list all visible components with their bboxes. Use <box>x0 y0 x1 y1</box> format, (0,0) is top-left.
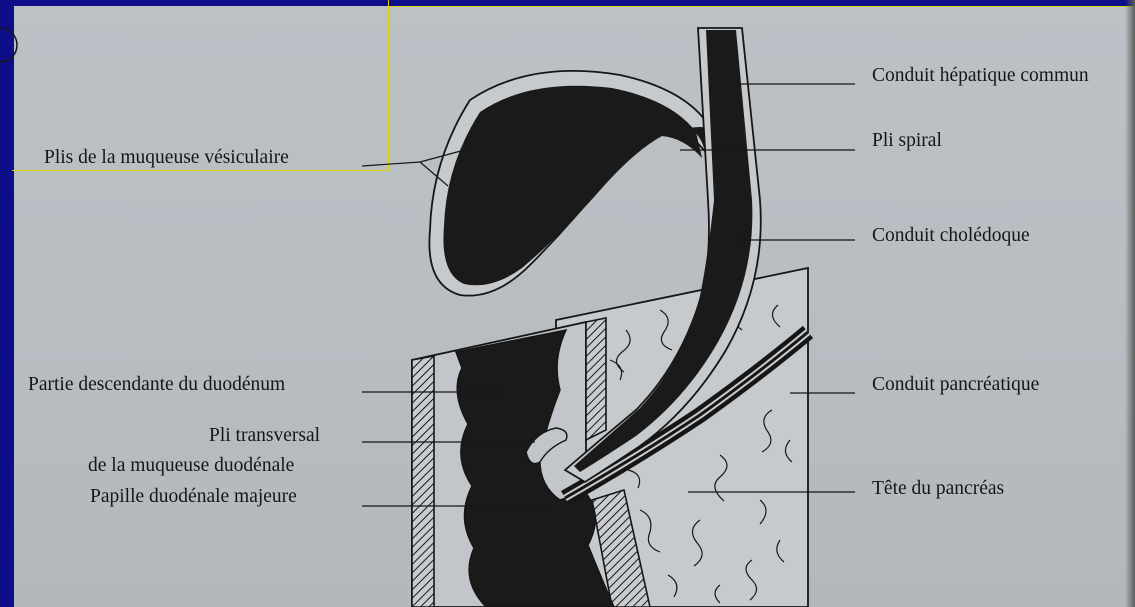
label-major-papilla: Papille duodénale majeure <box>90 486 297 508</box>
page-edge-shadow <box>1125 0 1135 607</box>
label-spiral-fold: Pli spiral <box>872 130 942 152</box>
label-common-bile-duct: Conduit cholédoque <box>872 225 1030 247</box>
edge-artifact <box>0 28 17 62</box>
label-pancreatic-duct: Conduit pancréatique <box>872 374 1039 396</box>
label-gallbladder-folds: Plis de la muqueuse vésiculaire <box>44 147 289 169</box>
label-pancreas-head: Tête du pancréas <box>872 478 1004 500</box>
gallbladder <box>429 71 746 296</box>
label-common-hepatic-duct: Conduit hépatique commun <box>872 65 1089 87</box>
label-duodenum-descending: Partie descendante du duodénum <box>28 374 285 396</box>
pancreas-block <box>556 268 808 607</box>
label-transverse-fold-2: de la muqueuse duodénale <box>88 455 294 477</box>
label-transverse-fold-1: Pli transversal <box>209 425 320 447</box>
